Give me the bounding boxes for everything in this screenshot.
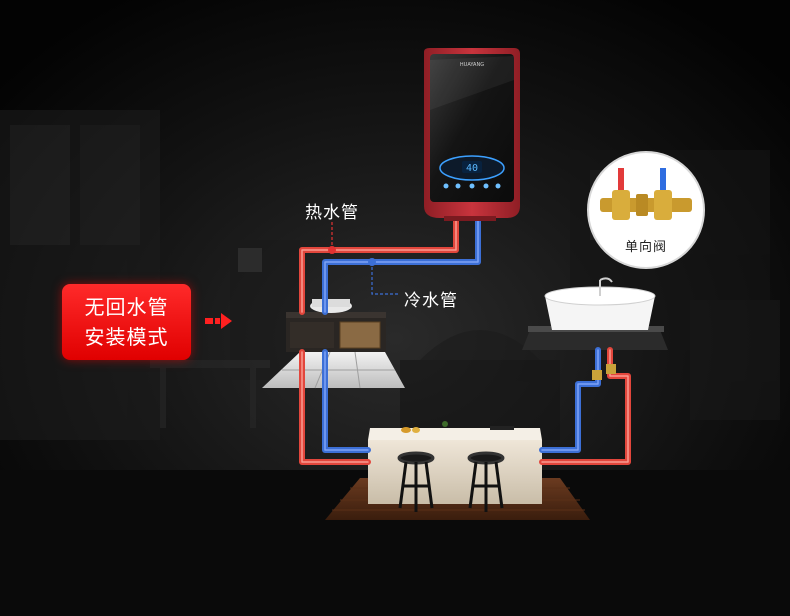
install-mode-line2: 安装模式: [84, 325, 169, 349]
kitchen-island: [368, 421, 542, 504]
stool-icon: [397, 451, 505, 512]
bath-cabinet: [286, 299, 386, 352]
arrow-right-icon: [205, 313, 232, 329]
hot-pipe-label: 热水管: [305, 203, 359, 223]
cold-pipe-callout: [371, 262, 398, 295]
heater-display: 40: [466, 163, 478, 174]
heater-brand: HUAYANG: [460, 62, 484, 68]
bathtub-icon: [522, 277, 668, 350]
room-floor: [0, 470, 790, 616]
check-valve-label: 单向阀: [624, 240, 667, 255]
cold-pipe-label: 冷水管: [404, 291, 458, 311]
water-heater-icon: [424, 48, 520, 221]
check-valve-icon: [587, 151, 705, 269]
install-mode-line1: 无回水管: [84, 295, 169, 319]
install-mode-badge: 无回水管 安装模式: [62, 284, 191, 360]
